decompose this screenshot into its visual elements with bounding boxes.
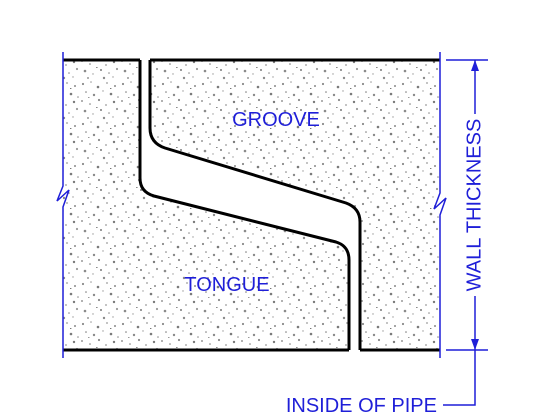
groove-outline <box>148 60 362 350</box>
left-break-line <box>56 52 70 358</box>
right-break-line <box>433 52 447 358</box>
tongue-label: TONGUE <box>184 274 269 296</box>
tongue-outline <box>138 60 351 350</box>
dimension-arrow-bottom <box>471 339 479 350</box>
inside-of-pipe-label: INSIDE OF PIPE <box>286 395 437 417</box>
wall-thickness-label: WALL THICKNESS <box>463 119 485 292</box>
dimension-arrow-top <box>471 60 479 71</box>
groove-label: GROOVE <box>232 109 320 131</box>
tongue-section <box>63 60 349 350</box>
inside-of-pipe-leader <box>443 350 476 406</box>
groove-section <box>150 60 440 350</box>
